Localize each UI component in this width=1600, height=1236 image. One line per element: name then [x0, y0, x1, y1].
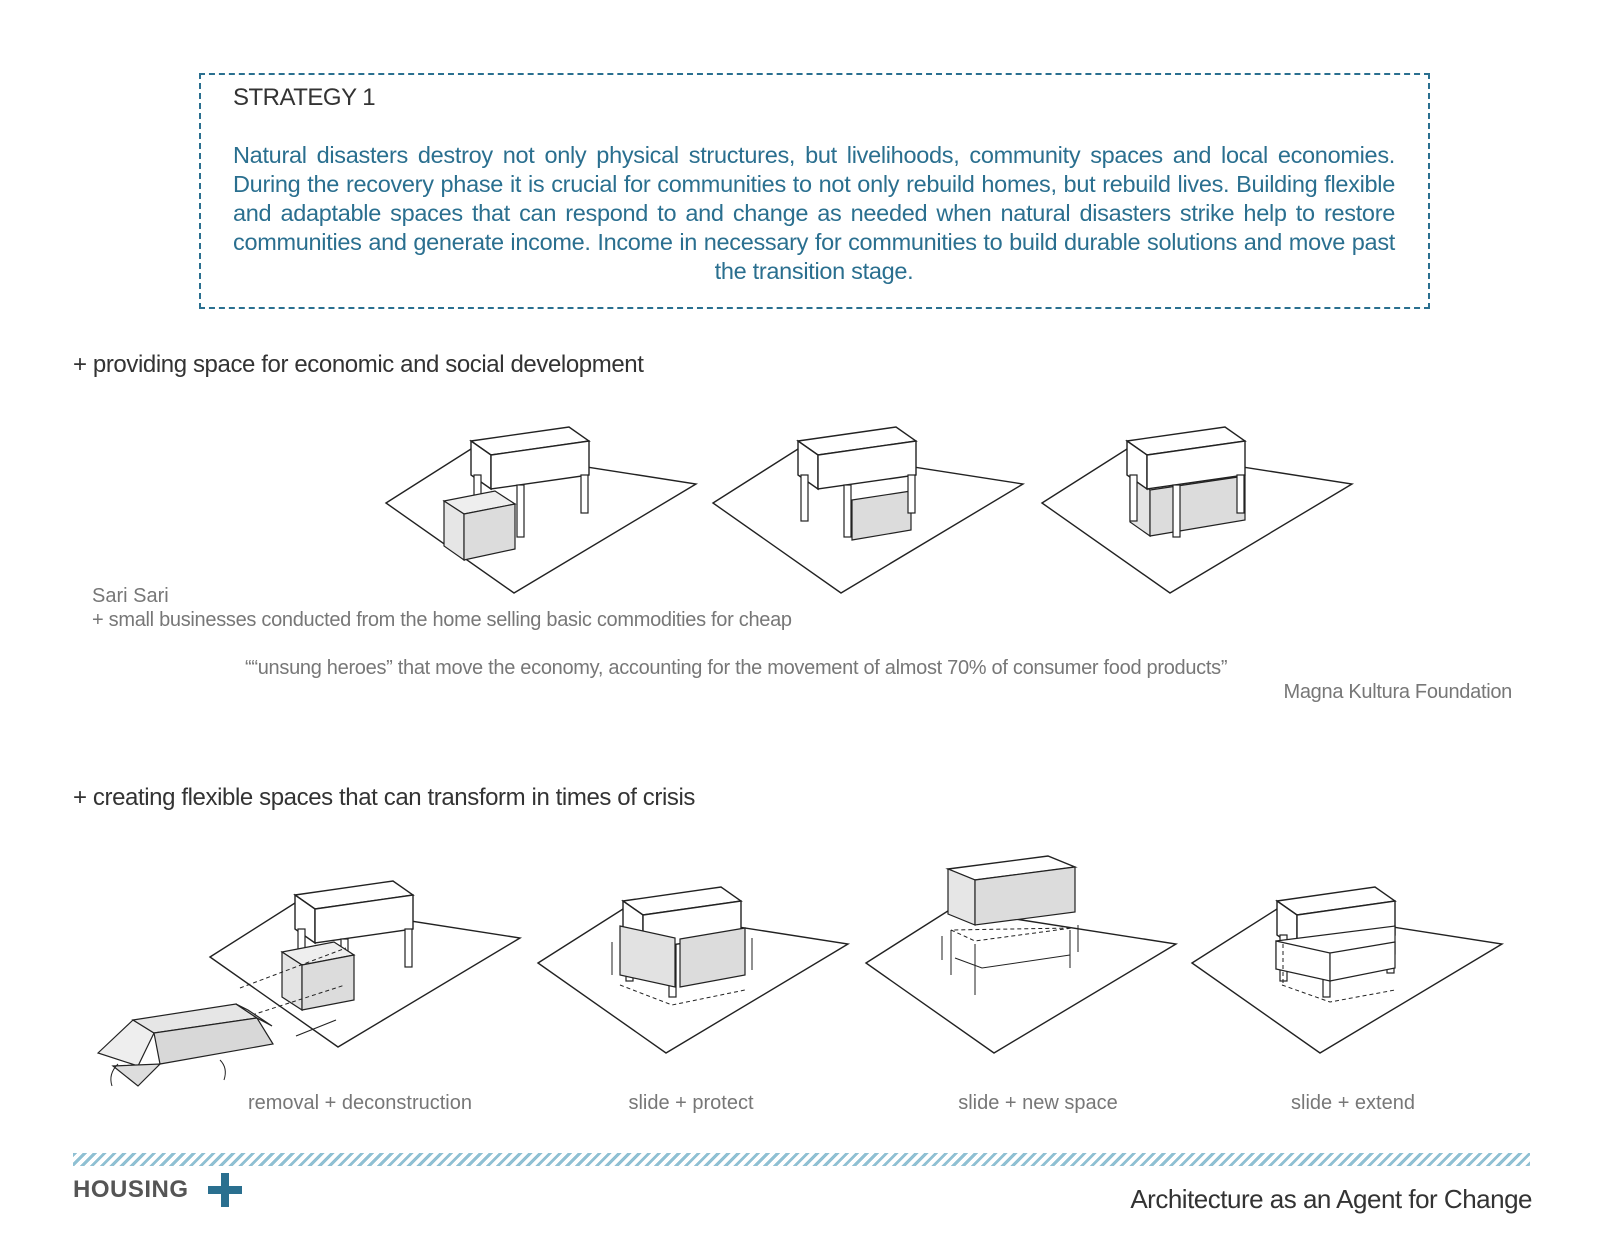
plus-icon: [208, 1173, 242, 1207]
diagram-2d: [1190, 886, 1505, 1054]
diagram-1a: [384, 426, 699, 594]
caption-slide-new-space: slide + new space: [958, 1092, 1118, 1114]
sari-sari-description: + small businesses conducted from the ho…: [92, 609, 792, 631]
section-2-heading: + creating flexible spaces that can tran…: [73, 784, 696, 811]
sari-sari-title: Sari Sari: [92, 585, 169, 607]
footer-hatch-divider: [73, 1153, 1530, 1166]
footer-tagline: Architecture as an Agent for Change: [1130, 1184, 1532, 1214]
quote-text: ““unsung heroes” that move the economy, …: [245, 657, 1228, 679]
diagram-2b: [536, 886, 851, 1054]
strategy-title: STRATEGY 1: [233, 84, 376, 111]
caption-slide-protect: slide + protect: [628, 1092, 754, 1114]
strategy-box: [199, 73, 1430, 309]
quote-source: Magna Kultura Foundation: [1283, 681, 1512, 703]
diagram-1c: [1040, 426, 1355, 594]
caption-slide-extend: slide + extend: [1291, 1092, 1415, 1114]
caption-removal: removal + deconstruction: [247, 1092, 472, 1114]
diagram-2c: [864, 855, 1179, 1054]
diagram-2a: [96, 880, 523, 1087]
strategy-text: Natural disasters destroy not only physi…: [233, 142, 1395, 284]
section-1-heading: + providing space for economic and socia…: [73, 351, 644, 378]
diagram-1b: [711, 426, 1026, 594]
housing-logo: HOUSING: [73, 1176, 189, 1203]
